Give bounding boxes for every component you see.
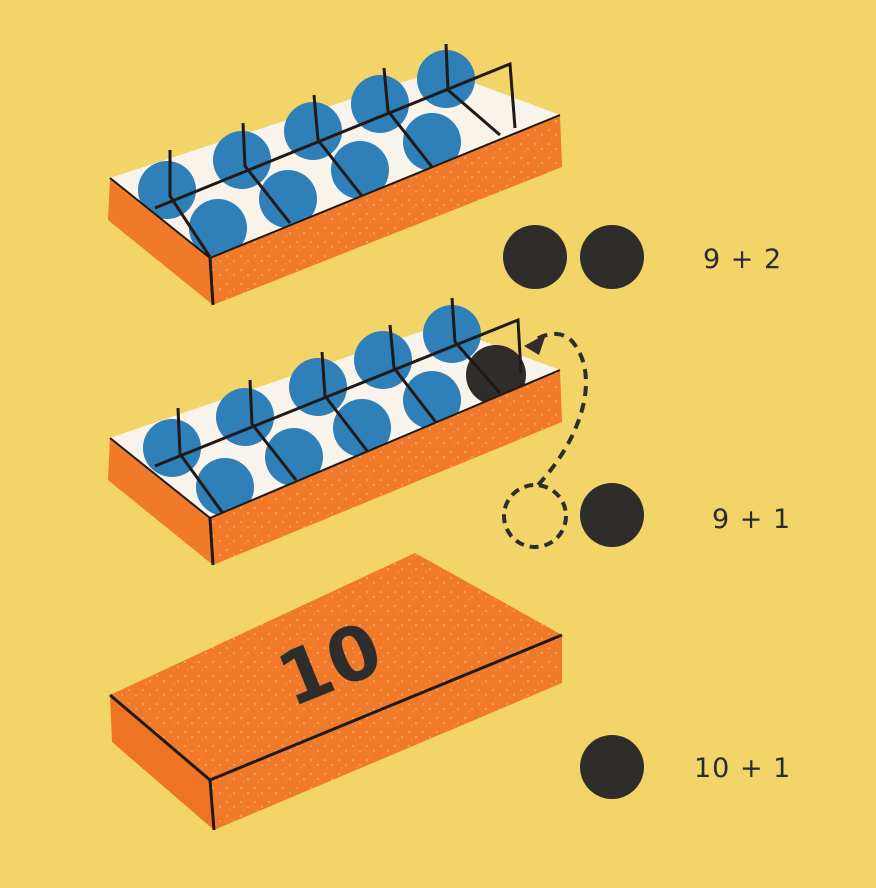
blue-counters bbox=[138, 50, 475, 257]
blue-counter bbox=[284, 102, 342, 160]
dark-counter bbox=[580, 483, 644, 547]
blue-counter bbox=[417, 50, 475, 108]
dark-counter bbox=[503, 225, 567, 289]
blue-counter bbox=[265, 428, 323, 486]
compartment-dividers bbox=[154, 297, 523, 513]
blue-counter bbox=[423, 305, 481, 363]
blue-counter bbox=[289, 358, 347, 416]
empty-counter-outline bbox=[502, 483, 568, 549]
blue-counter bbox=[333, 399, 391, 457]
blue-counter bbox=[259, 170, 317, 228]
blue-counter bbox=[213, 131, 271, 189]
equation-ten-plus-one: 10 + 1 bbox=[694, 753, 792, 784]
blue-counter bbox=[138, 161, 196, 219]
compartment-dividers bbox=[154, 43, 517, 258]
equation-nine-plus-two: 9 + 2 bbox=[703, 244, 783, 275]
blue-counter bbox=[189, 199, 247, 257]
dark-counter bbox=[580, 225, 644, 289]
blue-counter bbox=[196, 458, 254, 516]
move-arrow bbox=[502, 331, 588, 549]
loose-counters-row-2 bbox=[580, 483, 644, 547]
loose-counters-row-3 bbox=[580, 735, 644, 799]
blue-counter bbox=[331, 141, 389, 199]
blue-counter bbox=[143, 419, 201, 477]
open-box-2 bbox=[108, 297, 562, 566]
blue-counter bbox=[403, 371, 461, 429]
equation-nine-plus-one: 9 + 1 bbox=[712, 504, 792, 535]
blue-counter bbox=[403, 113, 461, 171]
dark-counter bbox=[580, 735, 644, 799]
open-box-1 bbox=[108, 43, 562, 306]
loose-counters-row-1 bbox=[503, 225, 644, 289]
closed-box-10: 10 bbox=[109, 553, 563, 831]
